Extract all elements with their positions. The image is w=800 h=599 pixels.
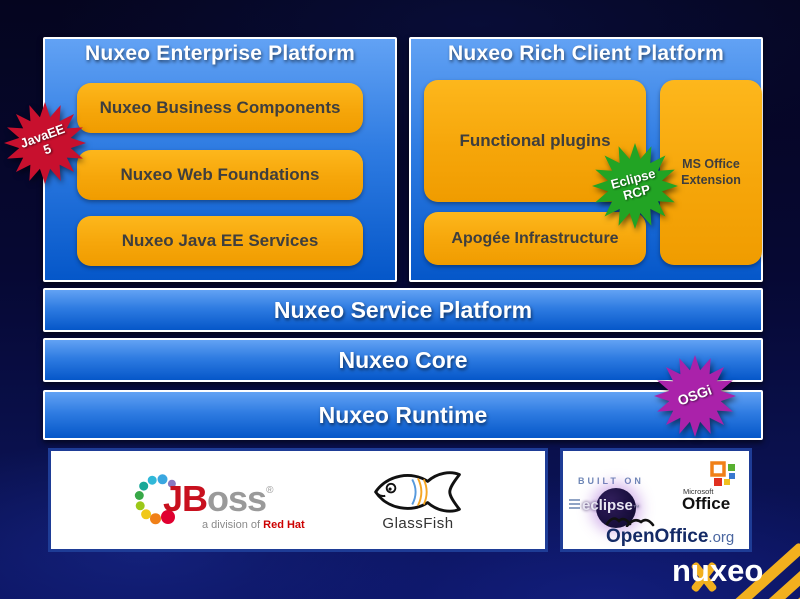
layer-runtime: Nuxeo Runtime <box>43 390 763 440</box>
jboss-logo: JBoss® <box>163 478 274 519</box>
component-ms-office-extension: MS Office Extension <box>660 80 762 265</box>
layer-runtime-label: Nuxeo Runtime <box>318 401 488 428</box>
layer-core: Nuxeo Core <box>43 338 763 382</box>
enterprise-platform-title: Nuxeo Enterprise Platform <box>85 42 355 65</box>
jboss-tagline: a division of Red Hat <box>202 519 305 531</box>
glassfish-label: GlassFish <box>382 515 454 532</box>
component-javaee-services: Nuxeo Java EE Services <box>77 216 363 266</box>
starburst-icon <box>592 143 678 229</box>
layer-service-platform-label: Nuxeo Service Platform <box>273 296 533 323</box>
jboss-dots-icon <box>134 474 176 525</box>
eclipse-rcp-badge: Eclipse RCP <box>592 143 678 229</box>
component-business-components: Nuxeo Business Components <box>77 83 363 133</box>
eclipse-lines-icon <box>569 497 580 511</box>
eclipse-wordmark: eclipse™ <box>582 497 640 514</box>
microsoft-label: Microsoft <box>683 487 714 496</box>
layer-service-platform: Nuxeo Service Platform <box>43 288 763 332</box>
openoffice-wordmark: OpenOffice.org <box>606 526 735 547</box>
ms-office-icon <box>710 461 735 486</box>
nuxeo-wordmark: nuxeo <box>672 553 764 588</box>
built-on-label: BUILT ON <box>578 476 644 486</box>
starburst-icon <box>654 355 736 437</box>
component-apogee-infrastructure: Apogée Infrastructure <box>424 212 646 265</box>
client-logos-box: BUILT ON eclipse™ Microsoft Office OpenO… <box>560 448 752 552</box>
office-label: Office <box>682 494 731 513</box>
javaee5-badge: JavaEE 5 <box>4 102 86 184</box>
enterprise-platform-box: Nuxeo Enterprise Platform Nuxeo Business… <box>43 37 397 282</box>
osgi-badge: OSGi <box>654 355 736 437</box>
component-web-foundations: Nuxeo Web Foundations <box>77 150 363 200</box>
rich-client-platform-box: Nuxeo Rich Client Platform Functional pl… <box>409 37 763 282</box>
layer-core-label: Nuxeo Core <box>338 346 468 373</box>
glassfish-fish-icon <box>374 471 461 513</box>
rich-client-platform-title: Nuxeo Rich Client Platform <box>448 42 724 65</box>
openoffice-gulls-icon <box>605 517 655 527</box>
starburst-icon <box>4 102 86 184</box>
app-servers-logo-box: JBoss® a division of Red Hat GlassFish <box>48 448 548 552</box>
